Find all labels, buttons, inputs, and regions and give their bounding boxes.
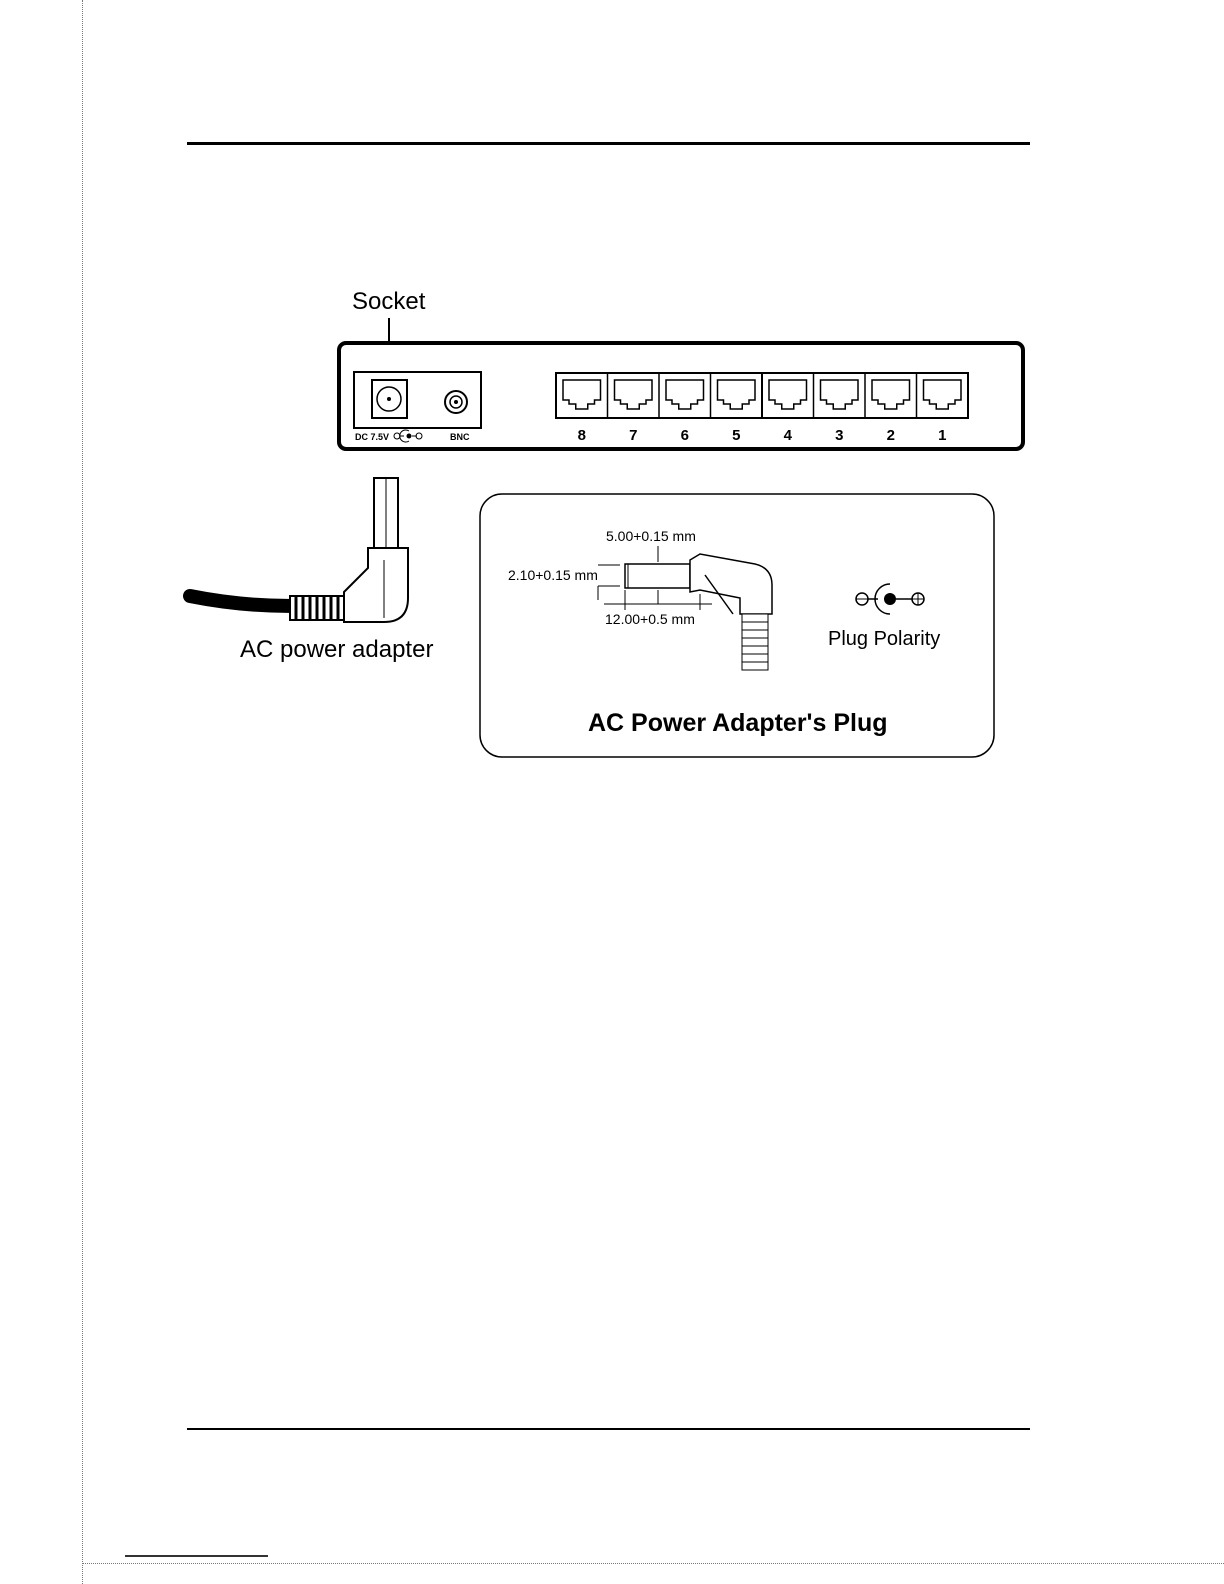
port-number-label: 4 xyxy=(784,427,793,444)
plug-strain-ribs xyxy=(742,614,768,670)
port-number-label: 3 xyxy=(835,427,843,444)
port-number-label: 2 xyxy=(887,427,895,444)
adapter-strain-ribs xyxy=(296,596,338,620)
port-number-label: 8 xyxy=(578,427,586,444)
bnc-label: BNC xyxy=(450,432,470,442)
dc-voltage-label: DC 7.5V xyxy=(355,432,389,442)
port-number-label: 5 xyxy=(732,427,740,444)
plug-polarity-label: Plug Polarity xyxy=(828,628,940,650)
socket-label: Socket xyxy=(352,288,426,315)
port-number-label: 6 xyxy=(681,427,689,444)
port-number-label: 1 xyxy=(938,427,946,444)
dim-outer-diameter: 5.00+0.15 mm xyxy=(606,528,696,544)
plug-box-title: AC Power Adapter's Plug xyxy=(588,709,888,737)
adapter-plug-body xyxy=(344,548,408,622)
adapter-cable xyxy=(190,596,292,606)
plug-tip-barrel xyxy=(625,564,690,588)
dim-inner-diameter: 2.10+0.15 mm xyxy=(508,567,598,583)
port-number-label: 7 xyxy=(629,427,637,444)
bnc-pin-icon xyxy=(454,400,458,404)
dc-socket-pin-icon xyxy=(387,397,391,401)
adapter-label: AC power adapter xyxy=(240,636,433,663)
dim-barrel-length: 12.00+0.5 mm xyxy=(605,611,695,627)
